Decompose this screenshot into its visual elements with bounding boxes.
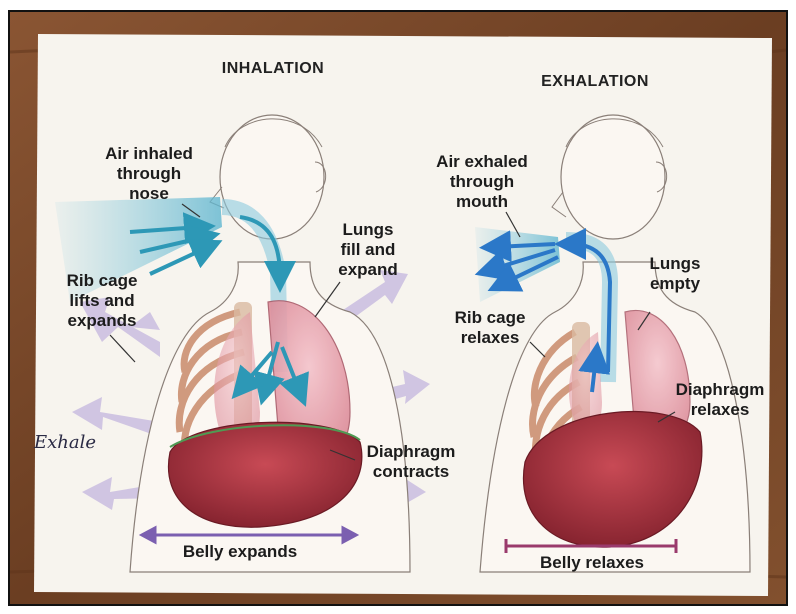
photo-frame: INHALATION Air inhaled through nose Lung… bbox=[8, 10, 788, 606]
exhalation-title: EXHALATION bbox=[530, 72, 660, 92]
inhalation-title: INHALATION bbox=[208, 59, 338, 79]
inhalation-diaphragm-label: Diaphragm contracts bbox=[356, 442, 466, 482]
exhalation-lungs-label: Lungs empty bbox=[635, 254, 715, 294]
exhalation-diaphragm-label: Diaphragm relaxes bbox=[665, 380, 775, 420]
inhalation-air-label: Air inhaled through nose bbox=[94, 144, 204, 204]
inhalation-belly-label: Belly expands bbox=[165, 542, 315, 562]
inhalation-lungs-label: Lungs fill and expand bbox=[328, 220, 408, 280]
exhalation-air-label: Air exhaled through mouth bbox=[422, 152, 542, 212]
handwritten-note: Exhale bbox=[34, 432, 96, 453]
exhalation-belly-label: Belly relaxes bbox=[522, 553, 662, 573]
exhalation-ribs-label: Rib cage relaxes bbox=[440, 308, 540, 348]
inhalation-ribs-label: Rib cage lifts and expands bbox=[52, 271, 152, 331]
